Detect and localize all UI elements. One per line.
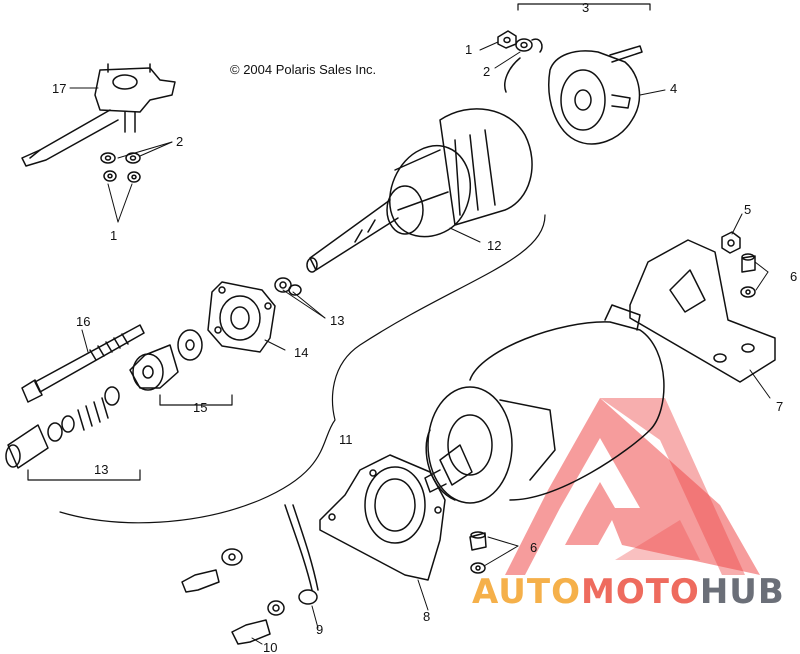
- label-1-top: 1: [465, 42, 472, 57]
- label-6-upper: 6: [790, 269, 797, 284]
- starter-motor-body: [424, 304, 665, 504]
- watermark-triangle-icon: [505, 398, 760, 575]
- copyright-notice: © 2004 Polaris Sales Inc.: [230, 62, 377, 77]
- drive-end-housing: [207, 281, 276, 353]
- label-15: 15: [193, 400, 207, 415]
- watermark-part-hub: HUB: [699, 572, 785, 612]
- leader-lines: [69, 41, 771, 645]
- solenoid-switch-part: [21, 63, 176, 167]
- label-13-lower: 13: [94, 462, 108, 477]
- through-bolt: [21, 324, 145, 403]
- label-10: 10: [263, 640, 277, 654]
- watermark-logo: AUTOMOTOHUB: [472, 572, 785, 612]
- label-9: 9: [316, 622, 323, 637]
- label-16: 16: [76, 314, 90, 329]
- armature-part: [306, 108, 533, 273]
- mounting-bracket-upper: [629, 231, 776, 383]
- label-6-lower: 6: [530, 540, 537, 555]
- label-17: 17: [52, 81, 66, 96]
- label-12: 12: [487, 238, 501, 253]
- label-14: 14: [294, 345, 308, 360]
- watermark-part-auto: AUTO: [472, 572, 581, 612]
- cable-lead: [284, 504, 319, 605]
- spring-washer-set: [5, 386, 120, 469]
- group-bracket-3: [517, 3, 651, 11]
- label-13-upper: 13: [330, 313, 344, 328]
- label-5: 5: [744, 202, 751, 217]
- label-3: 3: [582, 0, 589, 15]
- drive-gear-assembly: [129, 329, 203, 391]
- mounting-plate-lower: [319, 454, 446, 581]
- washer-pair-upper: [274, 277, 302, 296]
- label-7: 7: [776, 399, 783, 414]
- bolt-washer-lower: [469, 531, 487, 574]
- washer-set-left: [100, 152, 141, 183]
- end-cap-assembly: [497, 30, 643, 145]
- label-2-left: 2: [176, 134, 183, 149]
- label-8: 8: [423, 609, 430, 624]
- label-1-left: 1: [110, 228, 117, 243]
- group-bracket-15: [159, 394, 233, 406]
- label-4: 4: [670, 81, 677, 96]
- watermark-part-moto: MOTO: [580, 572, 700, 612]
- label-11: 11: [339, 432, 353, 447]
- group-bracket-11: [59, 214, 546, 524]
- label-2-top: 2: [483, 64, 490, 79]
- bolts-lower-left: [181, 548, 285, 645]
- group-bracket-13-lower: [27, 469, 141, 481]
